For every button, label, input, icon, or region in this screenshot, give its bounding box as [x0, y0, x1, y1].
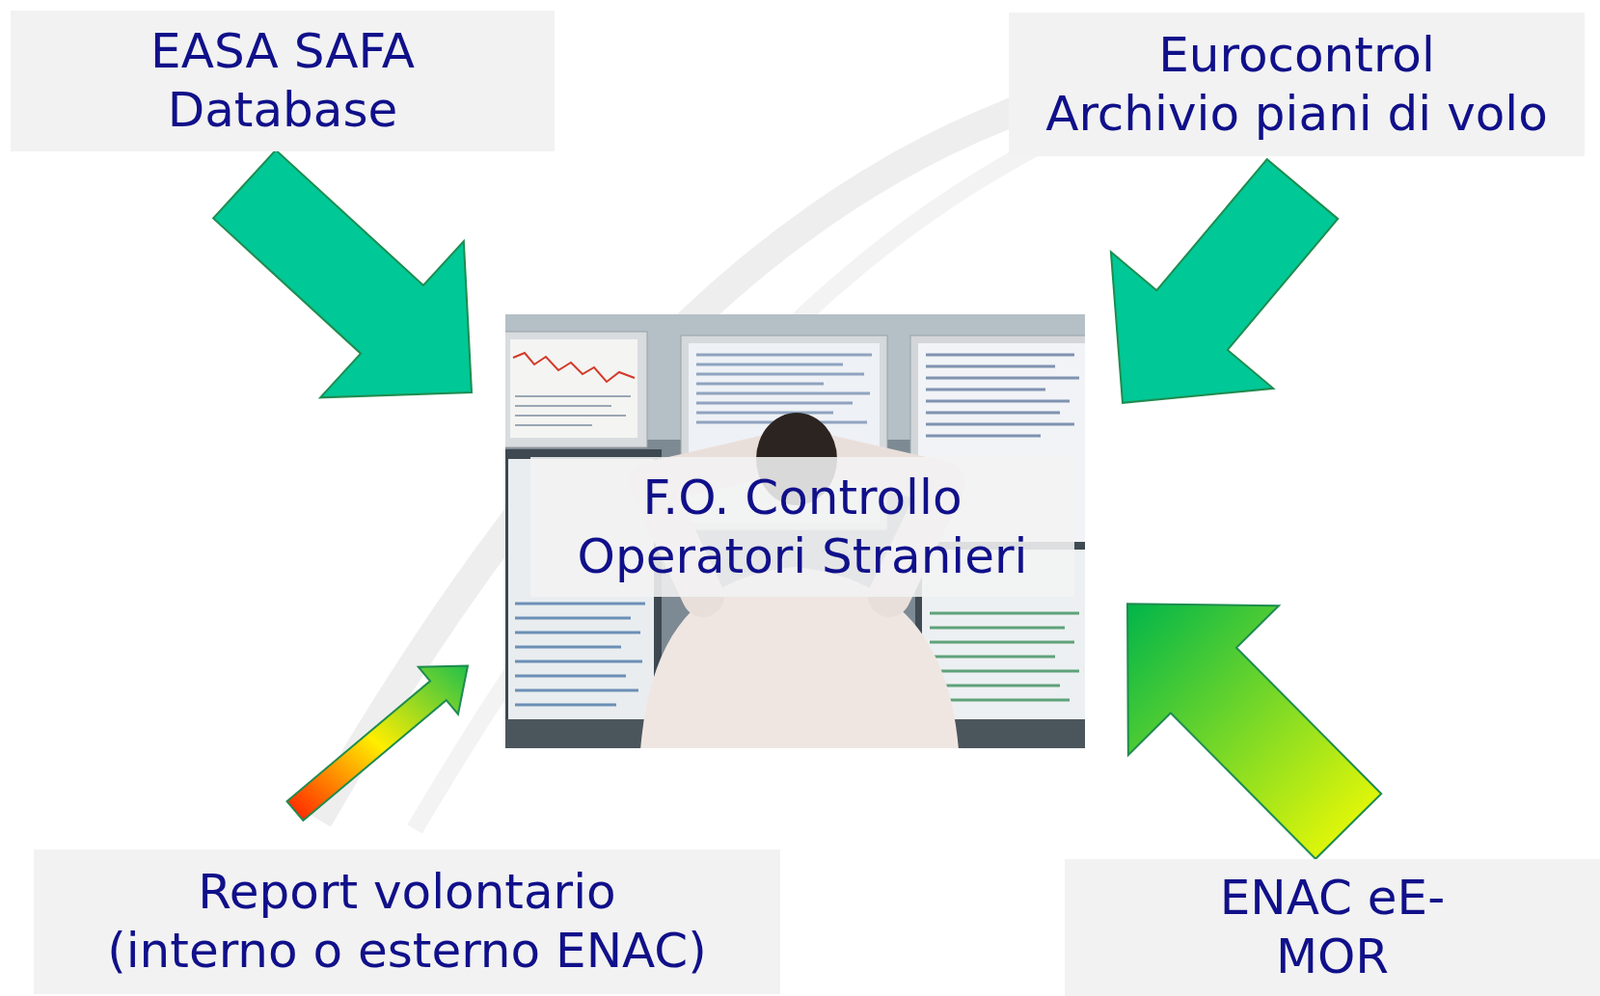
source-box: Report volontario(interno o esterno ENAC… [33, 849, 781, 995]
block-arrow [287, 666, 468, 821]
label-patch: F.O. Controllo Operatori Stranieri [530, 457, 1075, 597]
box-text: ENAC eE-MOR [1207, 868, 1459, 987]
box-text: EASA SAFA Database [80, 22, 486, 140]
box-text: Report volontario [50, 863, 764, 923]
box-text: (interno o esterno ENAC) [50, 922, 764, 981]
block-arrow [1127, 603, 1382, 860]
screen-lines [925, 354, 1080, 436]
monitor-frame [505, 331, 648, 448]
swoosh [414, 115, 1100, 830]
block-arrow [213, 150, 472, 399]
photo-panel: F.O. Controllo Operatori Stranieri [505, 314, 1085, 749]
block-arrow [1111, 159, 1338, 404]
source-box: ENAC eE-MOR [1064, 859, 1600, 996]
screen-lines [696, 354, 872, 423]
screen-lines [515, 603, 646, 706]
box-text: Eurocontrol [1017, 26, 1577, 85]
chart-line [513, 352, 635, 382]
box-text: Archivio piani di volo [1017, 84, 1577, 144]
box-text: F.O. Controllo Operatori Stranieri [551, 468, 1054, 587]
screen-lines [515, 396, 631, 426]
monitor-screen [510, 339, 638, 438]
source-box: EASA SAFA Database [10, 10, 555, 152]
screen-lines [929, 613, 1080, 701]
source-box: EurocontrolArchivio piani di volo [1008, 12, 1585, 157]
